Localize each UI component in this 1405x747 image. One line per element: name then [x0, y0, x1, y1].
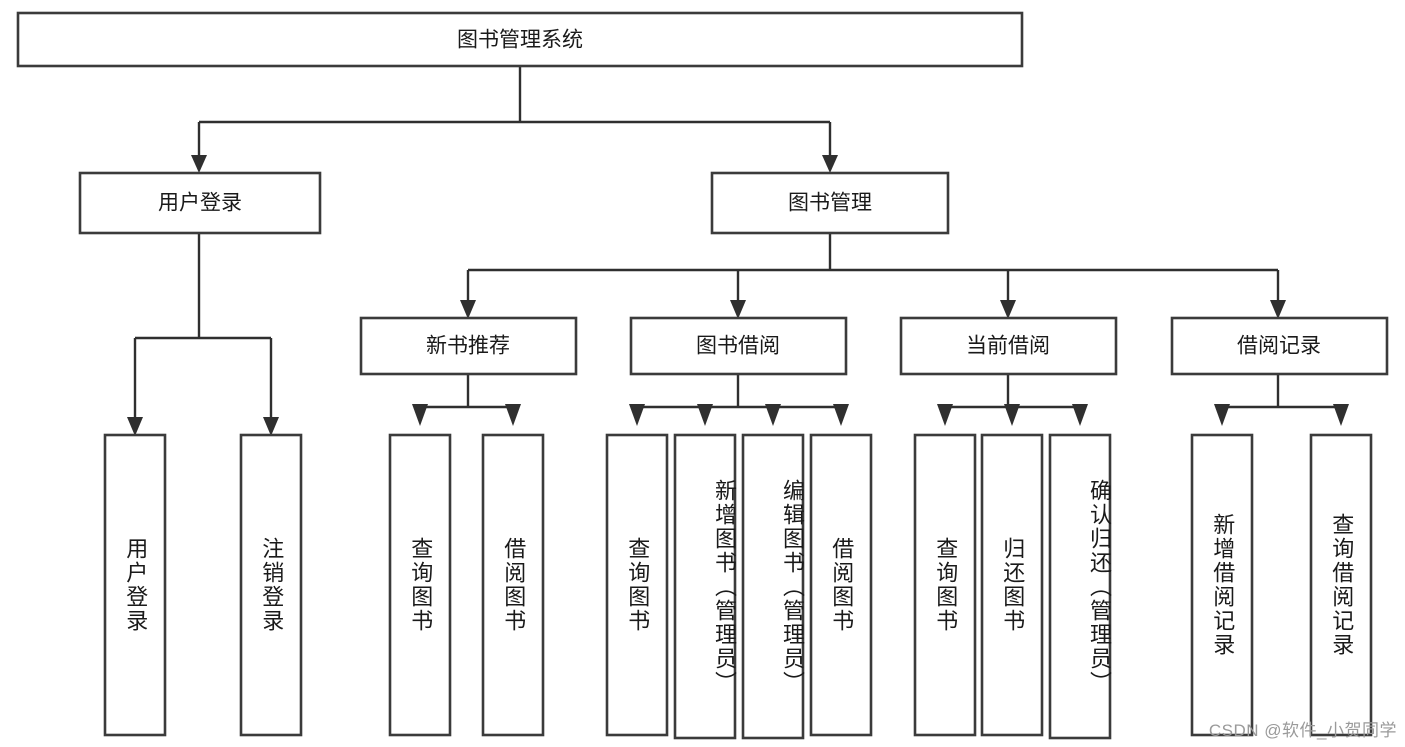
- leaf-query-book-1-box[interactable]: [388, 433, 452, 737]
- root-label: 图书管理系统: [457, 29, 583, 52]
- arrow-br-leaf-2: [1333, 404, 1349, 426]
- arrow-user-login-leaf-1: [127, 417, 143, 436]
- leaf-query-borrow-record-box[interactable]: [1309, 433, 1373, 737]
- arrow-cb-leaf-3: [1072, 404, 1088, 426]
- current-borrow-label: 当前借阅: [966, 335, 1050, 358]
- node-current-borrow[interactable]: 当前借阅: [899, 316, 1118, 376]
- connector-layer: [127, 66, 1349, 436]
- leaf-edit-book-admin-box[interactable]: [741, 433, 805, 740]
- root-box[interactable]: [16, 11, 1024, 68]
- book-management-box[interactable]: [710, 171, 950, 235]
- watermark: CSDN @软件_小贺同学: [1208, 721, 1397, 740]
- leaf-return-book-box[interactable]: [980, 433, 1044, 737]
- book-borrow-box[interactable]: [629, 316, 848, 376]
- leaf-add-borrow-record-box[interactable]: [1190, 433, 1254, 737]
- arrow-br-leaf-1: [1214, 404, 1230, 426]
- node-book-borrow[interactable]: 图书借阅: [629, 316, 848, 376]
- arrow-bm-to-current-borrow: [1000, 300, 1016, 319]
- leaf-user-login-box[interactable]: [103, 433, 167, 737]
- arrow-bm-to-new-book: [460, 300, 476, 319]
- book-borrow-label: 图书借阅: [696, 335, 780, 358]
- arrow-user-login-leaf-2: [263, 417, 279, 436]
- arrow-nb-leaf-2: [505, 404, 521, 426]
- new-book-recommend-box[interactable]: [359, 316, 578, 376]
- arrow-bm-to-borrow-record: [1270, 300, 1286, 319]
- leaf-borrow-book-1-box[interactable]: [481, 433, 545, 737]
- arrow-nb-leaf-1: [412, 404, 428, 426]
- leaf-borrow-book-2-box[interactable]: [809, 433, 873, 737]
- arrow-cb-leaf-1: [937, 404, 953, 426]
- arrow-bb-leaf-4: [833, 404, 849, 426]
- arrow-cb-leaf-2: [1004, 404, 1020, 426]
- leaf-user-logout-box[interactable]: [239, 433, 303, 737]
- current-borrow-box[interactable]: [899, 316, 1118, 376]
- arrow-root-to-user-login: [191, 155, 207, 173]
- leaf-query-book-2-box[interactable]: [605, 433, 669, 737]
- node-borrow-record[interactable]: 借阅记录: [1170, 316, 1389, 376]
- node-user-login[interactable]: 用户登录: [78, 171, 322, 235]
- leaf-query-book-3-box[interactable]: [913, 433, 977, 737]
- book-management-label: 图书管理: [788, 192, 872, 215]
- new-book-recommend-label: 新书推荐: [426, 335, 510, 358]
- leaf-add-book-admin-box[interactable]: [673, 433, 737, 740]
- arrow-bb-leaf-1: [629, 404, 645, 426]
- arrow-bm-to-book-borrow: [730, 300, 746, 319]
- borrow-record-label: 借阅记录: [1237, 335, 1321, 358]
- node-root[interactable]: 图书管理系统: [16, 11, 1024, 68]
- arrow-root-to-book-management: [822, 155, 838, 173]
- user-login-label: 用户登录: [158, 192, 242, 215]
- user-login-box[interactable]: [78, 171, 322, 235]
- leaf-confirm-return-admin-box[interactable]: [1048, 433, 1112, 740]
- node-new-book-recommend[interactable]: 新书推荐: [359, 316, 578, 376]
- borrow-record-box[interactable]: [1170, 316, 1389, 376]
- arrow-bb-leaf-2: [697, 404, 713, 426]
- leaf-box-layer: [103, 433, 1373, 740]
- arrow-bb-leaf-3: [765, 404, 781, 426]
- node-book-management[interactable]: 图书管理: [710, 171, 950, 235]
